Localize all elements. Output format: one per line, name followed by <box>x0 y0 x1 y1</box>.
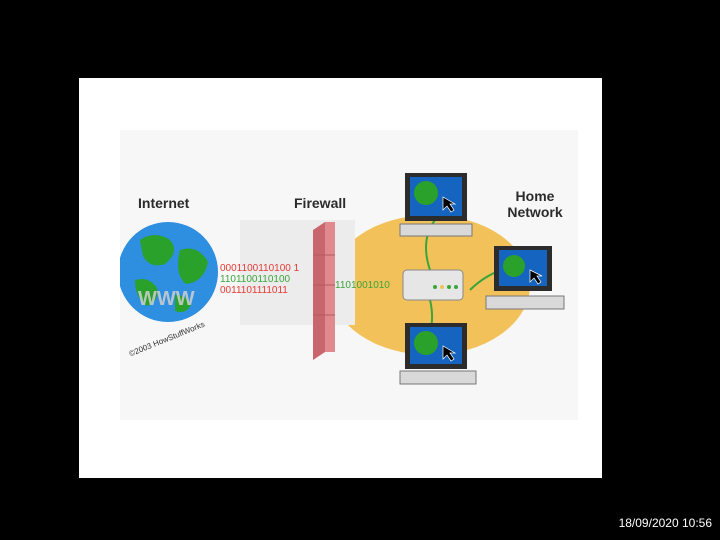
computer-icon-top <box>399 173 473 237</box>
internet-label: Internet <box>138 195 190 211</box>
firewall-label: Firewall <box>294 195 347 211</box>
binary-green-1: 1101100110100 <box>220 274 291 285</box>
binary-red-2: 0011101111011 <box>220 285 288 296</box>
slide-timestamp: 18/09/2020 10:56 <box>618 516 712 530</box>
globe-icon <box>120 222 218 322</box>
firewall-diagram: WWW ©2003 HowStuffWorks 0001100110100 1 … <box>120 130 578 420</box>
firewall-wall <box>313 222 335 360</box>
cable-top <box>425 219 436 271</box>
data-stream-panel <box>240 220 355 325</box>
computer-icon-bottom <box>399 323 477 385</box>
globe-www-text: WWW <box>138 288 195 310</box>
diagram-graphic: WWW ©2003 HowStuffWorks 0001100110100 1 … <box>120 173 565 385</box>
home-network-label: Home Network <box>507 188 563 220</box>
binary-red-1: 0001100110100 1 <box>220 263 300 274</box>
computer-icon-right <box>485 246 565 310</box>
copyright-text: ©2003 HowStuffWorks <box>128 320 206 359</box>
binary-green-output: 1101001010 <box>335 280 390 291</box>
router-icon <box>402 269 464 301</box>
